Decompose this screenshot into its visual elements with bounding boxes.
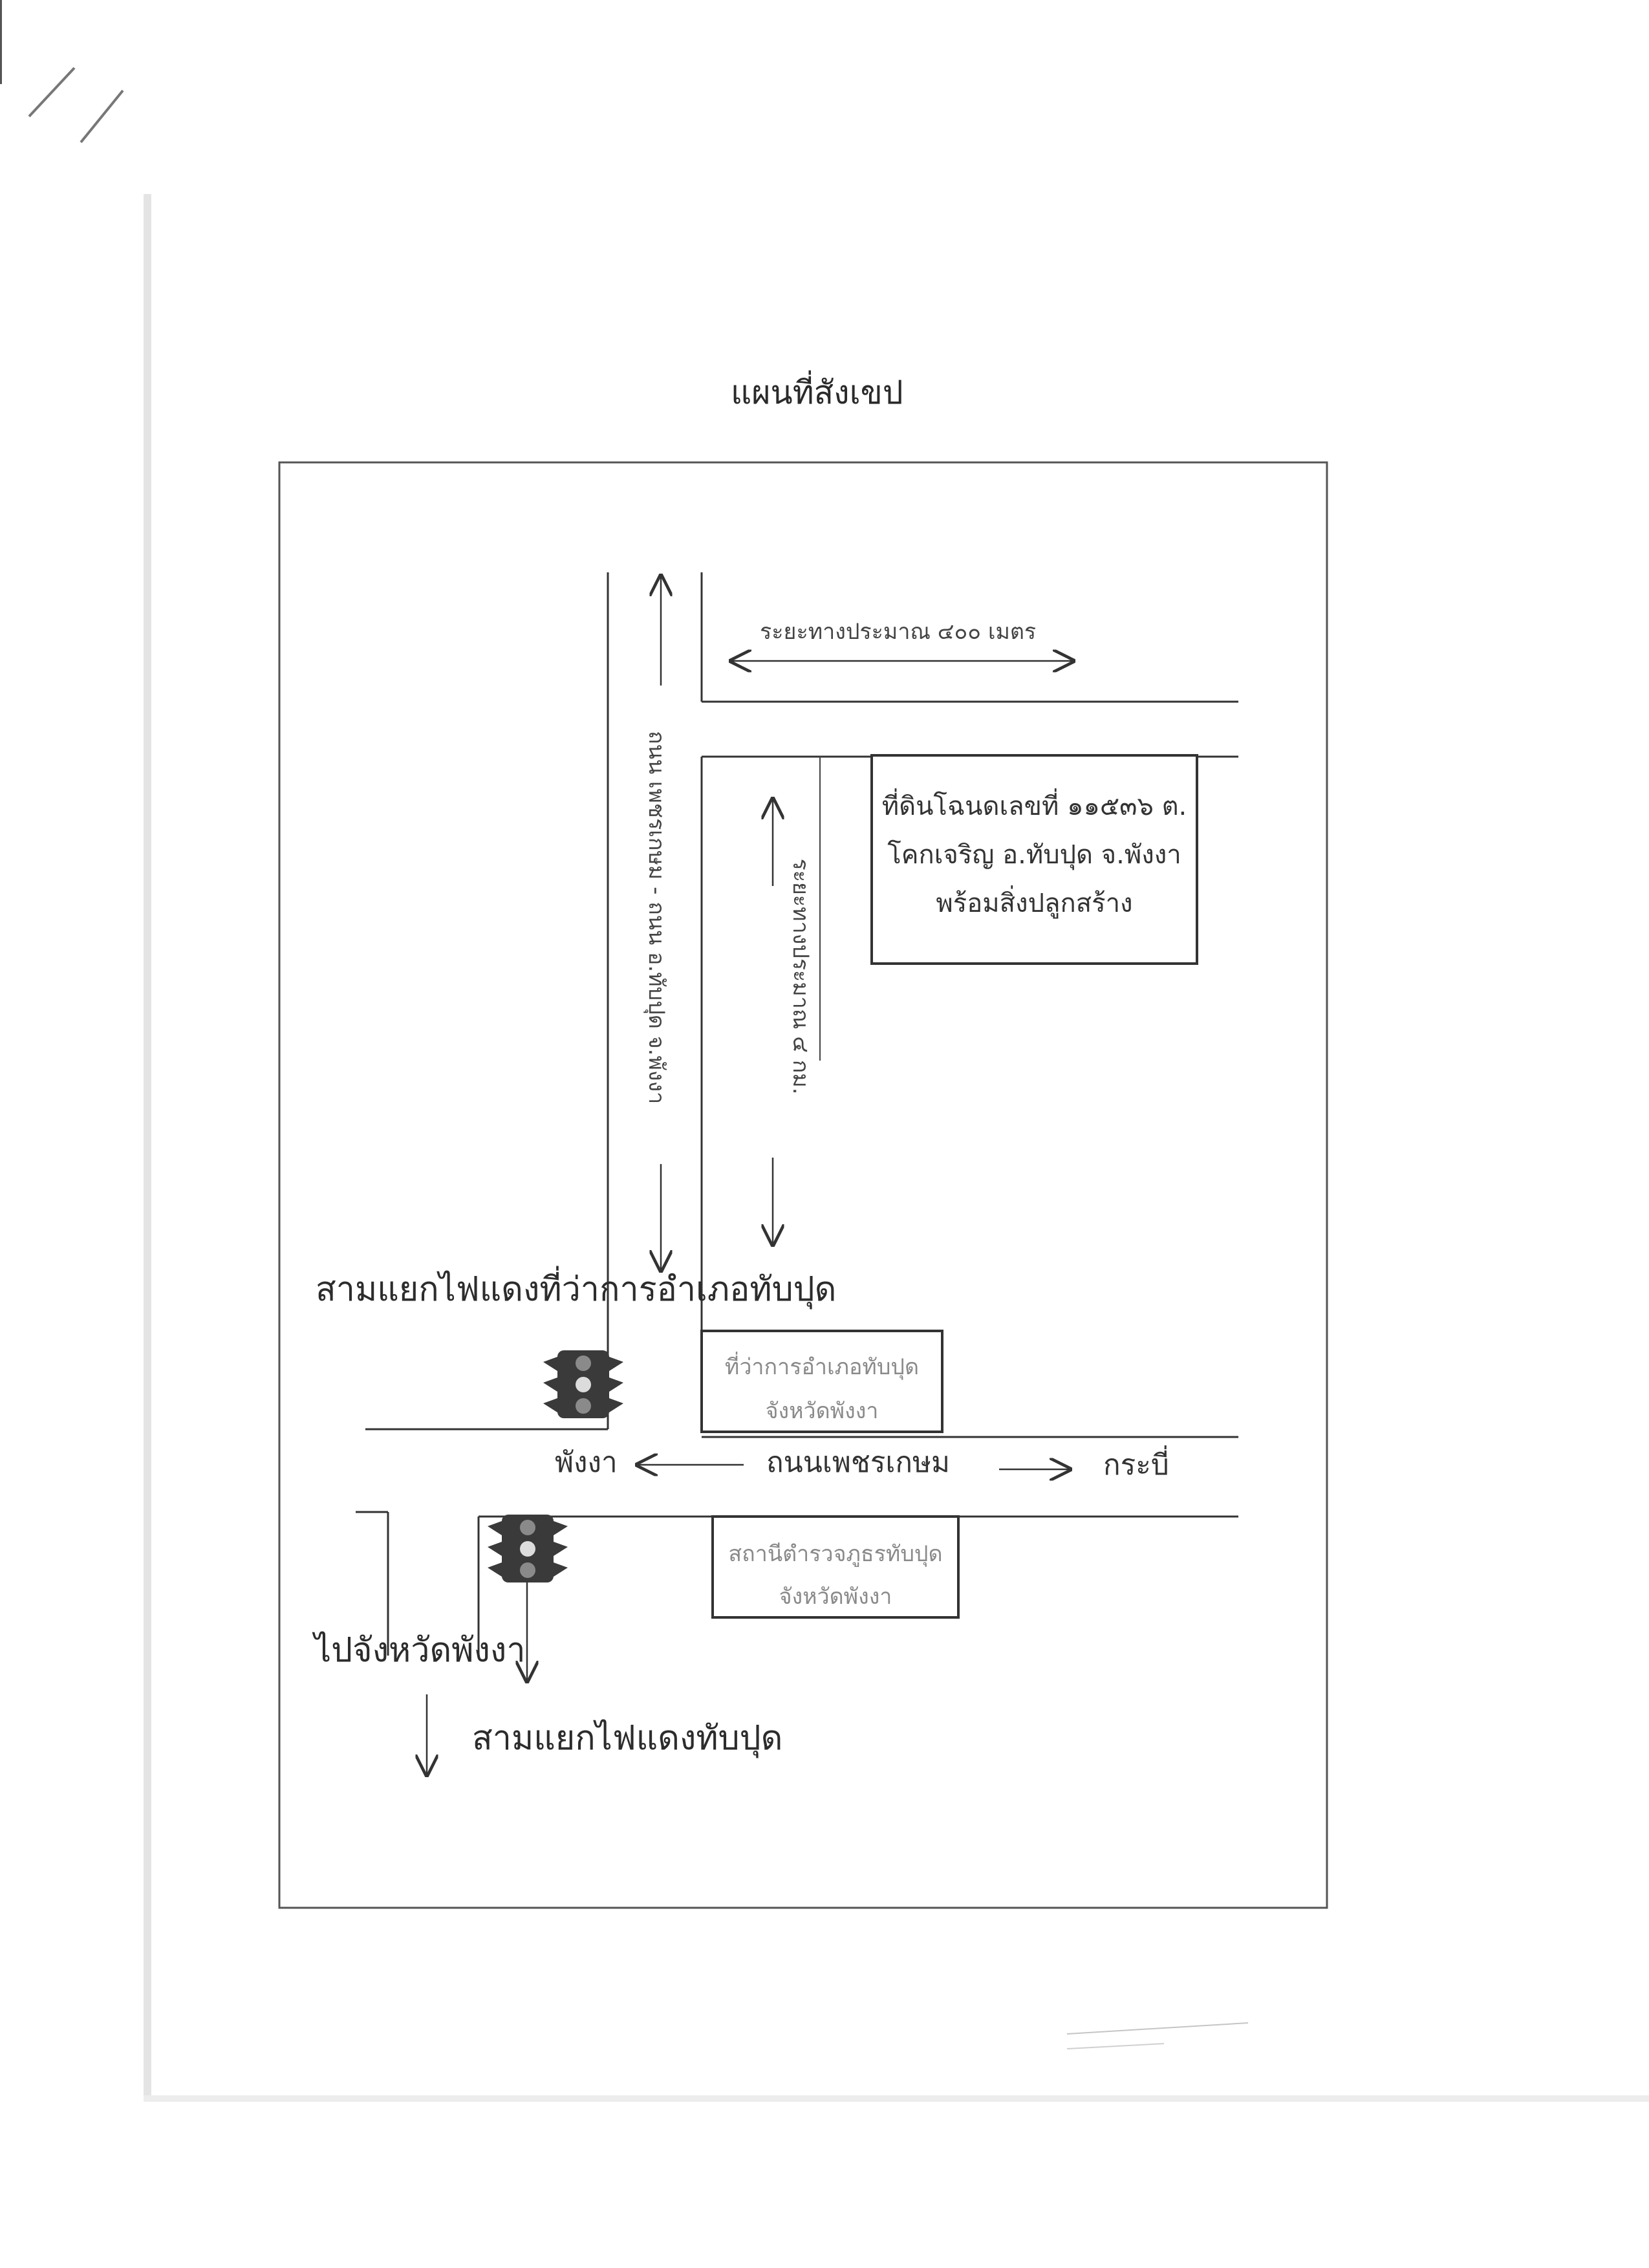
krabi-direction-label: กระบี่ [1103, 1449, 1169, 1482]
map-frame [278, 461, 1328, 1909]
distance-vertical-label: ระยะทางประมาณ ๔ กม. [788, 858, 814, 1095]
district-office-line: จังหวัดพังงา [765, 1398, 879, 1424]
junction-thapput-label: สามแยกไฟแดงทับปุด [472, 1719, 783, 1758]
police-station-box [711, 1515, 960, 1619]
police-station-line: สถานีตำรวจภูธรทับปุด [728, 1541, 943, 1567]
map-title: แผนที่สังเขป [731, 374, 903, 411]
land-plot-text: ที่ดินโฉนดเลขที่ ๑๑๕๓๖ ต. โคกเจริญ อ.ทับ… [874, 783, 1194, 928]
district-office-text: ที่ว่าการอำเภอทับปุด จังหวัดพังงา [705, 1345, 939, 1433]
land-plot-line: ที่ดินโฉนดเลขที่ ๑๑๕๓๖ ต. [881, 792, 1187, 821]
traffic-light-icon [543, 1350, 623, 1418]
scan-edge-bottom [144, 2095, 1649, 2102]
land-plot-box [870, 754, 1198, 965]
district-office-box [700, 1330, 943, 1433]
land-plot-line: โคกเจริญ อ.ทับปุด จ.พังงา [887, 840, 1181, 870]
road-vertical-label: ถนน เพชรเกษม - ถนน อ.ทับปุด จ.พังงา [643, 731, 669, 1105]
land-plot-line: พร้อมสิ่งปลูกสร้าง [936, 889, 1133, 918]
signature-line [1066, 2022, 1249, 2035]
police-station-text: สถานีตำรวจภูธรทับปุด จังหวัดพังงา [715, 1533, 956, 1618]
distance-horizontal-label: ระยะทางประมาณ ๔๐๐ เมตร [760, 619, 1037, 645]
phangnga-direction-label: พังงา [555, 1446, 618, 1479]
petchkasem-road-label: ถนนเพชรเกษม [766, 1446, 951, 1479]
traffic-light-icon [488, 1515, 568, 1582]
district-office-line: ที่ว่าการอำเภอทับปุด [724, 1354, 920, 1380]
police-station-line: จังหวัดพังงา [779, 1584, 892, 1610]
scan-edge [144, 194, 151, 2102]
junction-district-office-label: สามแยกไฟแดงที่ว่าการอำเภอทับปุด [316, 1270, 837, 1309]
pen-mark [80, 89, 124, 144]
pen-mark [28, 67, 76, 118]
signature-line [1066, 2043, 1165, 2049]
to-phangnga-label: ไปจังหวัดพังงา [314, 1631, 526, 1670]
